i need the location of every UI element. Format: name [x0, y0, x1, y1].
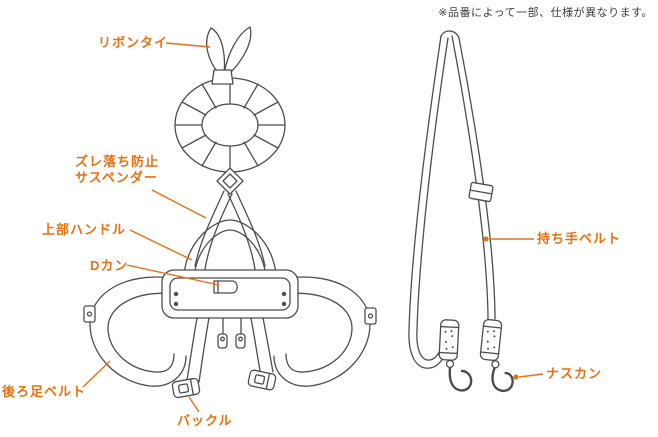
suspender-straps-illustration	[194, 190, 266, 270]
d-ring-illustration	[213, 280, 238, 294]
suspender-scrunchie-illustration	[174, 77, 286, 173]
label-d-ring: Dカン	[90, 258, 129, 273]
label-slip-prevention-suspender-line2: サスペンダー	[75, 170, 158, 185]
label-ribbon-tie: リボンタイ	[98, 35, 169, 50]
label-buckle: バックル	[177, 413, 233, 428]
leader-buckle	[188, 396, 200, 413]
leader-dot-snap-hook	[513, 374, 519, 380]
leader-upper-handle	[129, 229, 193, 261]
leader-ribbon-tie	[165, 42, 211, 48]
leash-illustration	[408, 30, 514, 393]
patterned-end-left-illustration	[438, 319, 460, 361]
label-slip-prevention-suspender: ズレ落ち防止 サスペンダー	[75, 154, 159, 186]
label-rear-leg-belt: 後ろ足ベルト	[2, 384, 87, 399]
patterned-end-right-illustration	[479, 319, 503, 361]
leader-dot-hand-strap	[483, 236, 489, 242]
ribbon-tie-illustration	[206, 26, 252, 85]
label-upper-handle: 上部ハンドル	[42, 222, 127, 237]
snap-hook-right-illustration	[491, 360, 514, 393]
label-hand-strap: 持ち手ベルト	[537, 231, 622, 246]
leader-rear-leg-belt	[82, 360, 111, 388]
label-slip-prevention-suspender-line1: ズレ落ち防止	[75, 154, 160, 169]
leader-suspender	[151, 189, 207, 219]
snap-hook-left-illustration	[445, 359, 473, 392]
center-clips-illustration	[217, 317, 246, 349]
buckle-illustration	[171, 369, 277, 399]
label-snap-hook: ナスカン	[546, 366, 603, 381]
spec-note: ※品番によって一部、仕様が異なります。	[438, 7, 653, 19]
connector-buckle-illustration	[216, 167, 244, 195]
upper-handle-illustration	[183, 219, 277, 277]
leader-d-ring	[126, 264, 220, 286]
leader-lines	[82, 42, 544, 413]
leader-snap-hook	[518, 373, 544, 378]
adjuster-buckle-illustration	[468, 181, 494, 203]
